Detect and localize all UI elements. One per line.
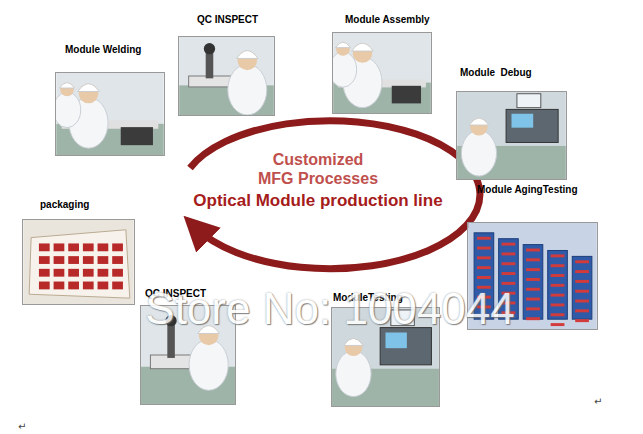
station-node: Module Assembly — [332, 32, 432, 114]
station-label: packaging — [40, 199, 89, 210]
station-label: Module Debug — [460, 67, 532, 78]
station-photo — [178, 36, 275, 116]
watermark: Store No: 1004044 — [80, 284, 580, 334]
station-photo — [55, 72, 165, 156]
station-node: QC INSPECT — [178, 36, 275, 116]
center-heading: Customized MFG Processes — [255, 150, 381, 188]
station-node: Module Debug — [456, 91, 567, 180]
center-heading: Optical Module production line — [168, 191, 468, 211]
station-label: QC INSPECT — [197, 14, 258, 25]
station-label: Module Assembly — [345, 14, 430, 25]
station-node: packaging — [22, 219, 135, 305]
station-node: Module Welding — [55, 72, 165, 156]
return-mark: ↵ — [594, 396, 608, 407]
return-mark: ↵ — [18, 421, 32, 432]
station-label: Module AgingTesting — [477, 184, 578, 195]
station-photo — [456, 91, 567, 180]
station-photo — [22, 219, 135, 305]
station-label: Module Welding — [65, 44, 141, 55]
station-photo — [332, 32, 432, 114]
